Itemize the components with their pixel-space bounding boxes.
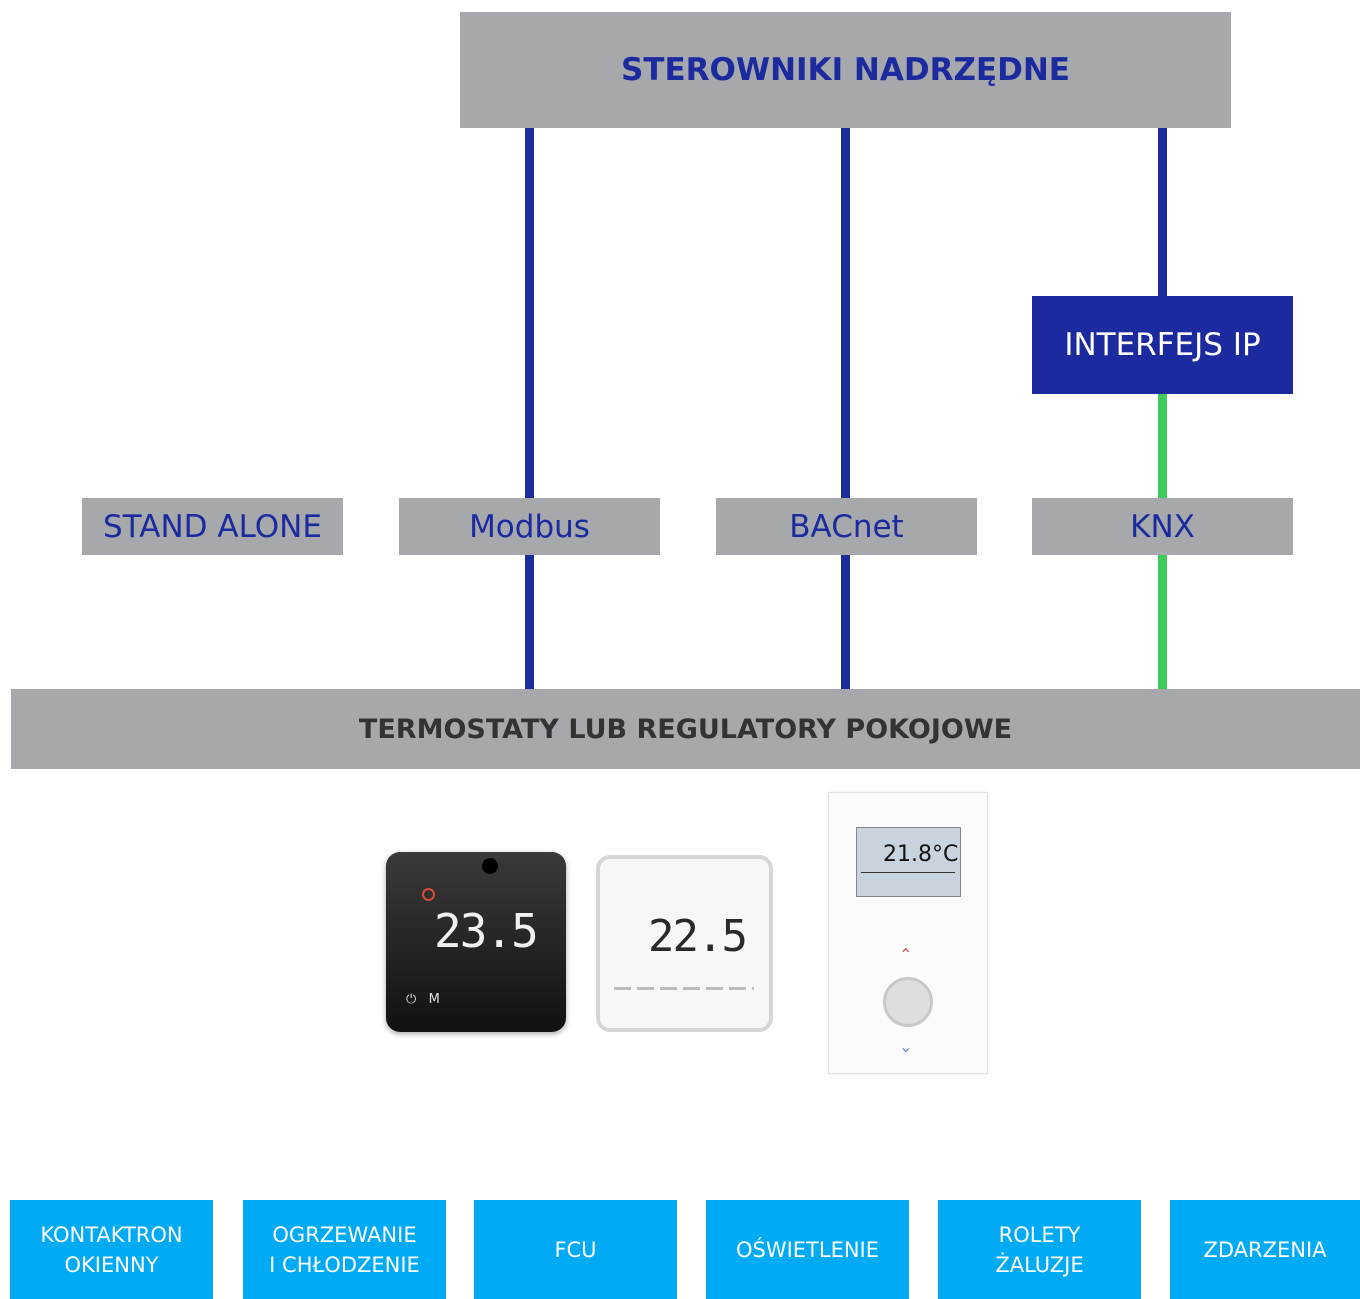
feature-line: ŻALUZJE	[995, 1252, 1084, 1277]
knx-label: KNX	[1130, 508, 1195, 545]
bacnet-upper-line	[841, 128, 850, 498]
feature-line: ROLETY	[998, 1222, 1081, 1247]
bacnet-label: BACnet	[789, 508, 904, 545]
knx-panel-image: 21.8°C ⌃ ⌄	[828, 792, 988, 1074]
master-controllers-label: STEROWNIKI NADRZĘDNE	[621, 52, 1070, 88]
panel-up-chevron-icon: ⌃	[899, 945, 913, 964]
bacnet-box: BACnet	[716, 498, 977, 555]
bacnet-lower-line	[841, 555, 850, 689]
modbus-upper-line	[525, 128, 534, 498]
feature-line: FCU	[554, 1237, 597, 1262]
feature-window-contact: KONTAKTRON OKIENNY	[10, 1200, 213, 1299]
knx-box: KNX	[1032, 498, 1293, 555]
feature-line: I CHŁODZENIE	[269, 1252, 420, 1277]
modbus-box: Modbus	[399, 498, 660, 555]
panel-screen: 21.8°C	[856, 827, 961, 897]
feature-line: OKIENNY	[64, 1252, 159, 1277]
black-thermostat-image: 23.5 ⏻ M	[386, 852, 566, 1032]
feature-heating-cooling: OGRZEWANIE I CHŁODZENIE	[243, 1200, 446, 1299]
knx-lower-line	[1158, 555, 1167, 689]
feature-events: ZDARZENIA	[1170, 1200, 1360, 1299]
panel-screen-rule	[861, 872, 955, 873]
white-thermostat-image: 22.5	[596, 855, 773, 1032]
black-camera-dot	[482, 858, 498, 874]
feature-line: OGRZEWANIE	[272, 1222, 417, 1247]
stand-alone-box: STAND ALONE	[82, 498, 343, 555]
master-controllers-box: STEROWNIKI NADRZĘDNE	[460, 12, 1231, 128]
black-power-indicator	[422, 888, 435, 901]
black-display-value: 23.5	[434, 904, 539, 958]
panel-power-button-icon	[883, 977, 933, 1027]
ip-interface-box: INTERFEJS IP	[1032, 296, 1293, 394]
panel-display-value: 21.8°C	[883, 842, 959, 867]
panel-down-chevron-icon: ⌄	[899, 1037, 913, 1056]
stand-alone-label: STAND ALONE	[103, 508, 322, 545]
white-display-value: 22.5	[648, 911, 748, 962]
feature-fcu: FCU	[474, 1200, 677, 1299]
ip-interface-label: INTERFEJS IP	[1064, 327, 1261, 363]
thermostats-label: TERMOSTATY LUB REGULATORY POKOJOWE	[358, 713, 1013, 745]
thermostats-bar: TERMOSTATY LUB REGULATORY POKOJOWE	[11, 689, 1360, 769]
feature-line: KONTAKTRON	[40, 1222, 183, 1247]
feature-lighting: OŚWIETLENIE	[706, 1200, 909, 1299]
feature-blinds: ROLETY ŻALUZJE	[938, 1200, 1141, 1299]
black-button-row: ⏻ M	[406, 992, 440, 1007]
feature-line: ZDARZENIA	[1203, 1237, 1327, 1262]
modbus-lower-line	[525, 555, 534, 689]
feature-line: OŚWIETLENIE	[735, 1237, 880, 1262]
white-button-row	[614, 987, 754, 990]
modbus-label: Modbus	[469, 508, 590, 545]
ip-upper-line	[1158, 128, 1167, 296]
knx-upper-line	[1158, 394, 1167, 498]
